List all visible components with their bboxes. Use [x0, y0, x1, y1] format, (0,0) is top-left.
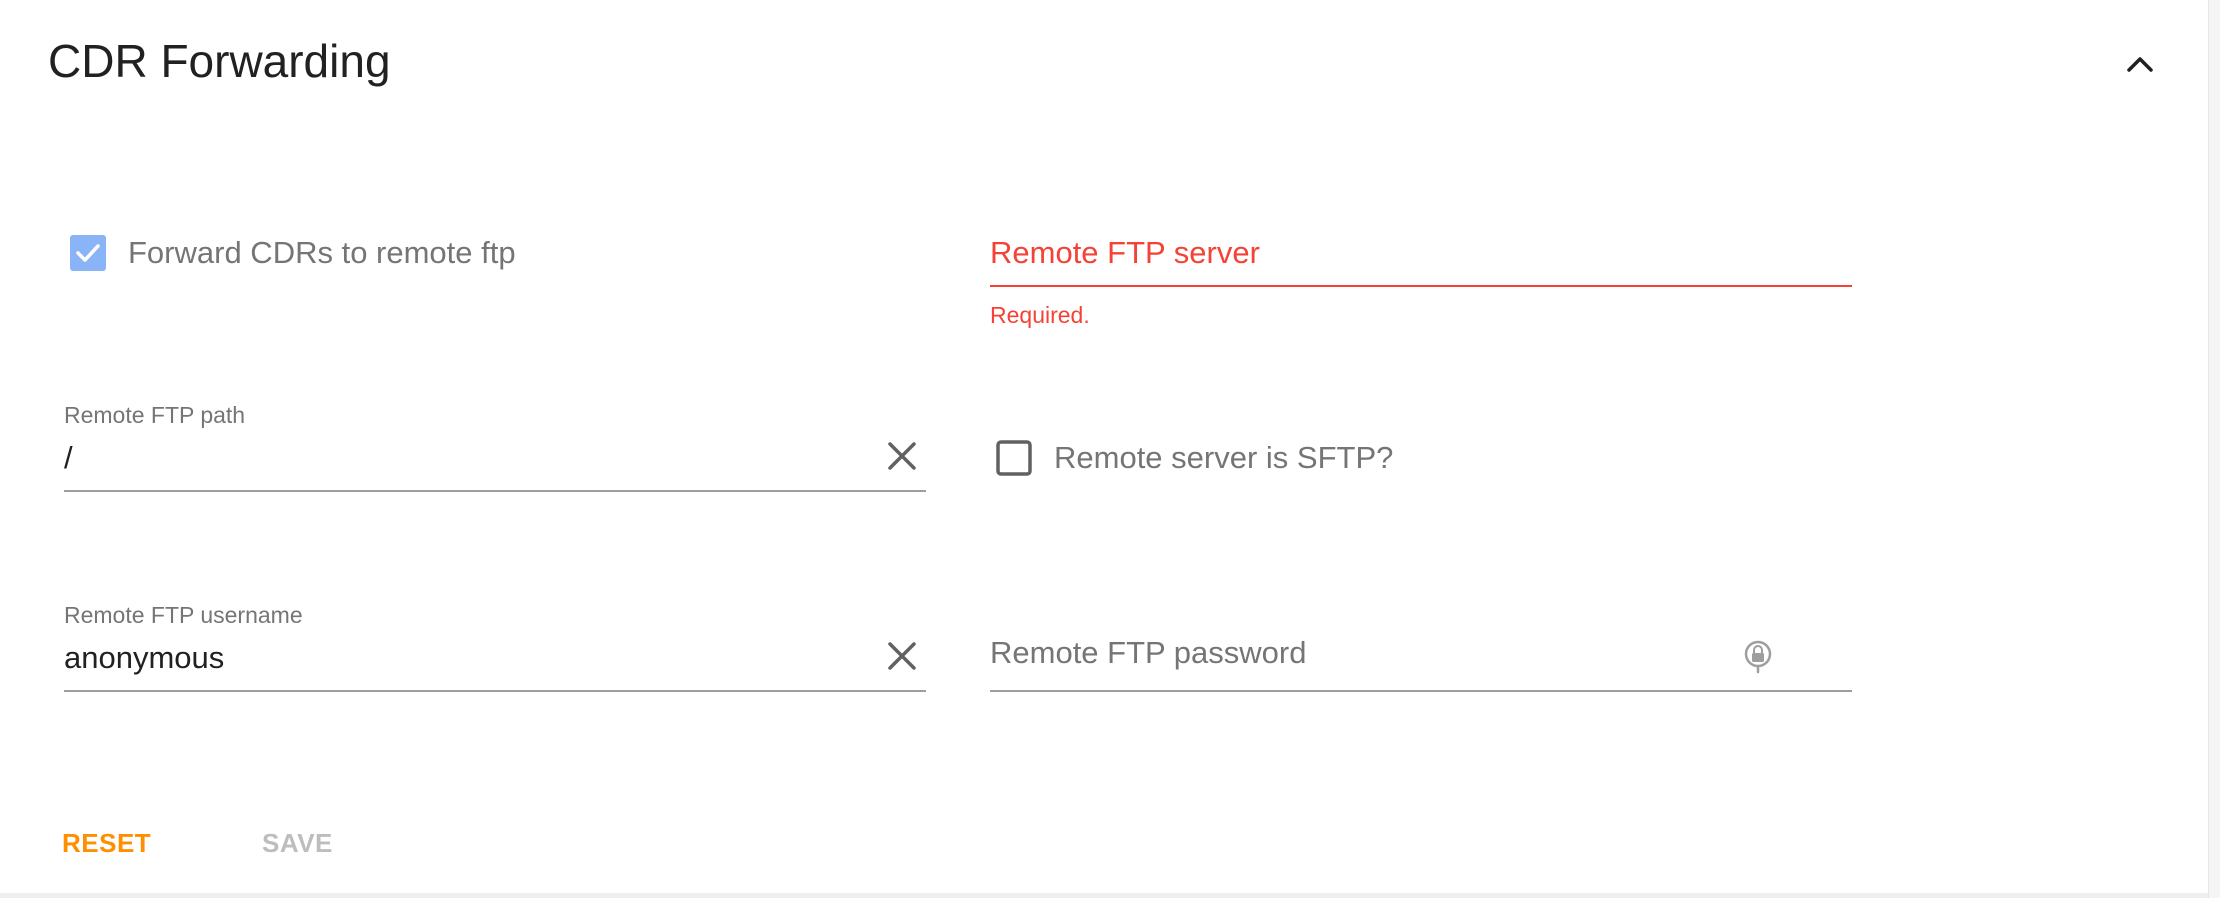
remote-ftp-server-label: Remote FTP server: [990, 235, 1260, 270]
section-title: CDR Forwarding: [48, 35, 391, 87]
password-visibility-button[interactable]: [1742, 640, 1774, 674]
remote-ftp-username-underline: [64, 690, 926, 692]
remote-ftp-server-field[interactable]: Remote FTP server Required.: [990, 230, 1852, 330]
remote-ftp-path-underline: [64, 490, 926, 492]
collapse-button[interactable]: [2116, 40, 2164, 88]
remote-ftp-username-field[interactable]: Remote FTP username anonymous: [64, 602, 926, 692]
sftp-label: Remote server is SFTP?: [1054, 440, 1394, 475]
chevron-up-icon: [2127, 57, 2153, 72]
remote-ftp-path-field[interactable]: Remote FTP path /: [64, 402, 926, 492]
check-icon: [70, 235, 106, 271]
checkbox-outline-icon: [996, 440, 1032, 476]
remote-ftp-server-underline: [990, 285, 1852, 287]
panel-bottom-edge: [0, 893, 2208, 898]
clear-username-button[interactable]: [880, 634, 924, 678]
forward-cdrs-checkbox[interactable]: Forward CDRs to remote ftp: [70, 235, 516, 271]
remote-ftp-password-label: Remote FTP password: [990, 635, 1307, 670]
clear-path-button[interactable]: [880, 434, 924, 478]
reset-button[interactable]: RESET: [62, 828, 152, 858]
sftp-checkbox[interactable]: Remote server is SFTP?: [996, 440, 1393, 476]
remote-ftp-username-value[interactable]: anonymous: [64, 640, 225, 675]
remote-ftp-password-underline: [990, 690, 1852, 692]
save-button[interactable]: SAVE: [262, 828, 333, 858]
remote-ftp-path-value[interactable]: /: [64, 440, 73, 475]
checkbox-checked[interactable]: [70, 235, 106, 271]
close-icon: [888, 642, 916, 670]
password-lock-icon: [1744, 640, 1772, 674]
close-icon: [888, 442, 916, 470]
remote-ftp-path-label: Remote FTP path: [64, 402, 246, 428]
scrollbar-track: [2208, 0, 2220, 898]
checkbox-unchecked[interactable]: [996, 440, 1032, 476]
forward-cdrs-label: Forward CDRs to remote ftp: [128, 235, 516, 270]
remote-ftp-password-field[interactable]: Remote FTP password: [990, 630, 1852, 692]
remote-ftp-server-error: Required.: [990, 302, 1090, 328]
remote-ftp-username-label: Remote FTP username: [64, 602, 303, 628]
